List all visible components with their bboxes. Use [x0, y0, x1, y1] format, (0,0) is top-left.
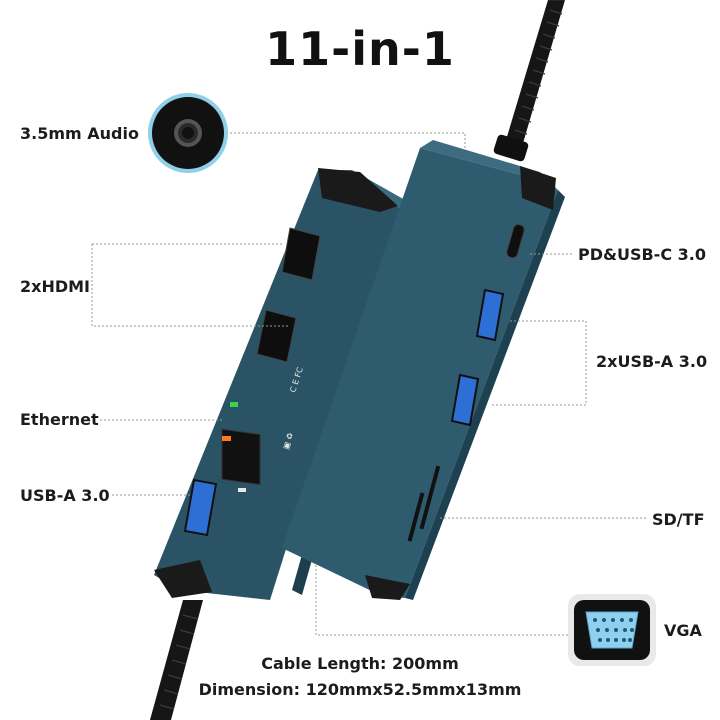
label-vga: VGA: [664, 621, 702, 640]
page-title: 11-in-1: [265, 22, 455, 76]
label-hdmi: 2xHDMI: [20, 277, 90, 296]
cable-top: [493, 0, 565, 162]
label-usba-right: 2xUSB-A 3.0: [596, 352, 708, 371]
label-ethernet: Ethernet: [20, 410, 99, 429]
cable-length-text: Cable Length: 200mm: [261, 654, 459, 673]
label-pd-usbc: PD&USB-C 3.0: [578, 245, 706, 264]
audio-jack-zoom: [148, 93, 228, 173]
leader-lines: [91, 132, 648, 636]
label-audio: 3.5mm Audio: [20, 124, 139, 143]
hub-right-body: [282, 140, 565, 600]
label-sdtf: SD/TF: [652, 510, 705, 529]
vga-port-zoom: [568, 594, 656, 666]
cable-bottom: [150, 600, 203, 720]
dimension-text: Dimension: 120mmx52.5mmx13mm: [198, 680, 522, 699]
label-usba-left: USB-A 3.0: [20, 486, 110, 505]
